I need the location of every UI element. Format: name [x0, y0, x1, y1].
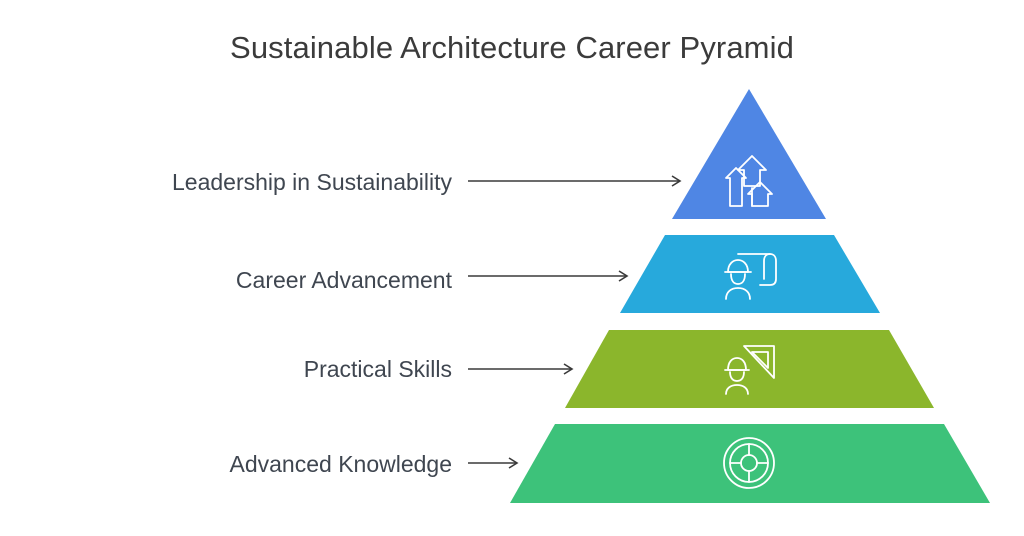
- knowledge-target-icon: [723, 437, 775, 489]
- label-leadership-in-sustainability: Leadership in Sustainability: [171, 169, 452, 195]
- tier-leadership: [672, 89, 826, 219]
- tier-career-advancement: [620, 235, 880, 313]
- tier-practical-skills: [565, 330, 934, 408]
- worker-with-set-square-icon: [724, 345, 775, 395]
- label-advanced-knowledge: Advanced Knowledge: [229, 451, 453, 477]
- architect-with-blueprint-icon: [724, 253, 777, 300]
- tier-advanced-knowledge: [510, 424, 990, 503]
- diagram-title: Sustainable Architecture Career Pyramid: [230, 30, 794, 65]
- label-career-advancement: Career Advancement: [235, 267, 452, 293]
- leadership-arrows-icon: [725, 155, 773, 207]
- label-practical-skills: Practical Skills: [303, 356, 452, 382]
